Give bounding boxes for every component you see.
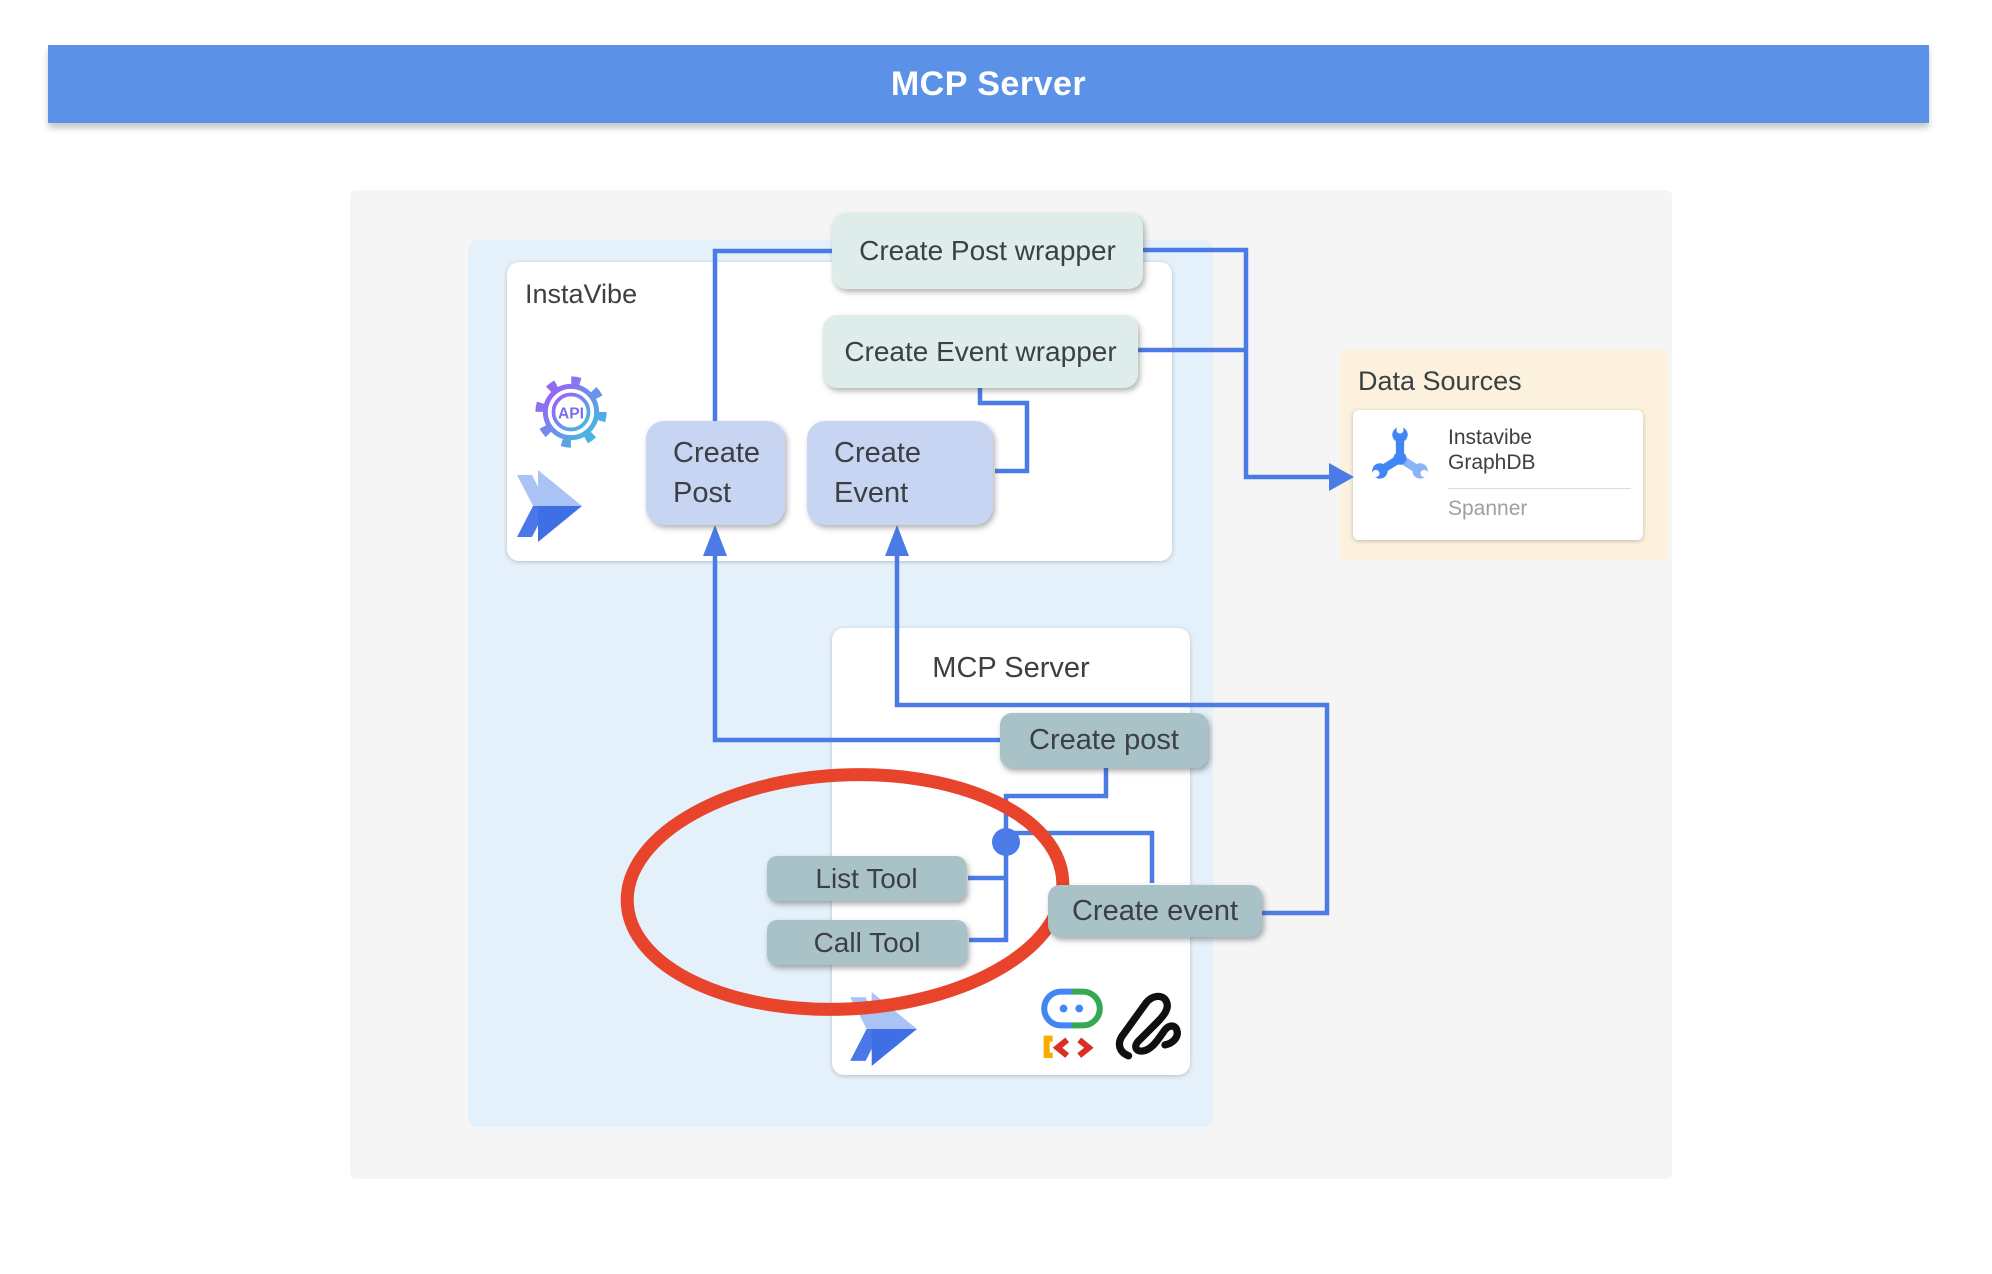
mcp-create-event-label: Create event: [1071, 894, 1239, 927]
adk-robot-icon: [1040, 988, 1104, 1059]
data-sources-panel: Data Sources: [1340, 350, 1668, 560]
header-title: MCP Server: [890, 64, 1087, 103]
graphdb-card-name-line2: GraphDB: [1448, 451, 1536, 474]
create-event-button-line1: Create: [834, 437, 922, 469]
create-event-wrapper-box: Create Event wrapper: [823, 315, 1138, 388]
create-event-button: Create Event: [807, 421, 993, 525]
mcp-list-tool-chip: List Tool: [767, 856, 966, 901]
mcp-create-post-chip: Create post: [1000, 713, 1208, 768]
mcp-call-tool-chip: Call Tool: [767, 920, 967, 965]
api-icon-label: API: [558, 405, 584, 422]
mcp-list-tool-label: List Tool: [815, 862, 918, 894]
create-event-button-line2: Event: [834, 477, 909, 509]
graphdb-card: Instavibe GraphDB Spanner: [1353, 410, 1643, 540]
mcp-logo-icon: [845, 988, 919, 1070]
api-gear-icon: API: [531, 370, 611, 454]
create-post-wrapper-label: Create Post wrapper: [859, 235, 1116, 266]
instavibe-logo-icon: [512, 467, 584, 545]
mcp-create-event-chip: Create event: [1048, 885, 1262, 937]
create-post-button-line2: Post: [673, 477, 732, 509]
scribble-icon: [1114, 985, 1182, 1061]
instavibe-title: InstaVibe: [525, 279, 638, 309]
mcp-create-post-label: Create post: [1029, 724, 1179, 756]
graphdb-card-subtitle: Spanner: [1448, 497, 1528, 520]
create-post-wrapper-box: Create Post wrapper: [832, 213, 1143, 289]
create-post-button-line1: Create: [673, 437, 761, 469]
mcp-server-title: MCP Server: [932, 652, 1090, 684]
graphdb-card-name: Instavibe GraphDB: [1448, 425, 1536, 475]
header-bar: MCP Server: [48, 45, 1929, 123]
mcp-call-tool-label: Call Tool: [813, 926, 921, 958]
create-event-wrapper-label: Create Event wrapper: [844, 335, 1117, 367]
data-sources-title: Data Sources: [1358, 366, 1522, 396]
create-post-button: Create Post: [646, 421, 785, 525]
graphdb-card-name-line1: Instavibe: [1448, 426, 1533, 449]
junction-dot: [992, 828, 1020, 856]
graphdb-card-divider: [1448, 488, 1631, 489]
spanner-wrench-icon: [1371, 424, 1429, 488]
